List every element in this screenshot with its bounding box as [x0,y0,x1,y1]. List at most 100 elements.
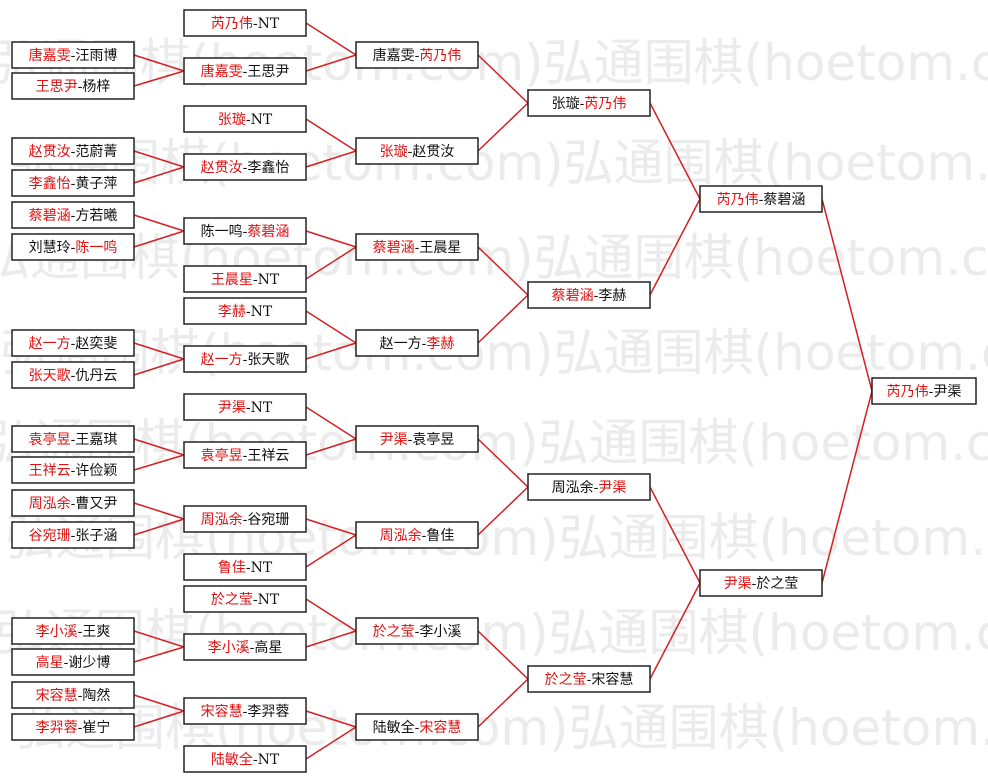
connector-line [477,630,529,680]
connector-line [305,438,357,456]
watermark-text-3: 弘通围棋(hoetom.com)弘通围棋(hoetom.com)弘通围棋(hoe… [0,229,988,287]
match-box-frame [355,617,479,645]
match-box-frame [355,425,479,453]
player-2-name: 张天歌 [247,352,289,368]
match-box-r4-2: 蔡碧涵-李赫 [527,281,651,309]
player-1-name: 周泓余 [201,511,243,528]
name-separator: - [71,208,76,224]
match-label: 陆敏全-NT [211,751,280,768]
match-box-r1-15: 宋容慧-陶然 [11,681,135,709]
player-1-name: 陆敏全 [373,719,415,736]
match-box-r3-1: 唐嘉雯-芮乃伟 [355,41,479,69]
player-2-name: 赵奕斐 [75,336,117,352]
connector-lines [133,22,873,760]
connector-line [305,54,357,72]
match-box-r1-11: 周泓余-曹又尹 [11,489,135,517]
player-2-name: 方若曦 [75,208,117,224]
match-box-r2-13: 於之莹-NT [183,585,307,613]
match-box-r1-4: 李鑫怡-黄子萍 [11,169,135,197]
match-box-frame [183,217,307,245]
player-1-name: 芮乃伟 [211,15,253,32]
player-1-name: 於之莹 [545,672,587,688]
match-box-frame [11,72,135,100]
match-label: 於之莹-李小溪 [373,624,462,640]
player-2-name: 杨梓 [82,79,110,95]
connector-line [305,726,357,760]
match-box-r1-10: 王祥云-许俭颖 [11,456,135,484]
match-box-frame [11,425,135,453]
match-box-r3-3: 蔡碧涵-王晨星 [355,233,479,261]
match-label: 蔡碧涵-李赫 [552,288,627,304]
match-box-frame [183,9,307,37]
name-separator: - [71,368,76,384]
connector-line [305,406,357,440]
name-separator: - [78,79,83,95]
player-1-name: 唐嘉雯 [29,47,71,64]
player-1-name: 陆敏全 [211,751,253,768]
player-1-name: 高星 [36,654,64,671]
match-label: 宋容慧-陶然 [36,687,111,704]
connector-line [305,150,357,168]
connector-line [649,582,701,680]
player-2-name: NT [251,112,273,128]
match-box-frame [183,745,307,773]
connector-line [305,22,357,56]
match-box-r1-3: 赵贯汝-范蔚菁 [11,137,135,165]
connector-line [649,102,701,200]
match-box-r1-9: 袁亭昱-王嘉琪 [11,425,135,453]
match-label: 宋容慧-李羿蓉 [201,703,290,720]
name-separator: - [71,176,76,192]
match-box-r2-10: 袁亭昱-王祥云 [183,441,307,469]
match-label: 唐嘉雯-芮乃伟 [373,47,462,64]
player-1-name: 袁亭昱 [29,431,71,448]
match-box-frame [11,329,135,357]
name-separator: - [253,16,258,32]
name-separator: - [594,288,599,304]
name-separator: - [71,528,76,544]
player-1-name: 李小溪 [208,640,250,656]
player-2-name: NT [251,400,273,416]
match-label: 赵一方-李赫 [380,336,455,352]
connector-line [305,710,357,728]
player-1-name: 李小溪 [36,624,78,640]
player-1-name: 鲁佳 [218,560,246,576]
player-2-name: 王晨星 [419,240,461,256]
name-separator: - [253,272,258,288]
match-label: 周泓余-谷宛珊 [201,511,290,528]
match-label: 周泓余-曹又尹 [29,495,118,512]
match-label: 李小溪-王爽 [36,624,111,640]
match-box-r1-5: 蔡碧涵-方若曦 [11,201,135,229]
player-2-name: 赵贯汝 [412,144,454,160]
name-separator: - [246,112,251,128]
match-label: 尹渠-NT [218,400,273,416]
connector-line [133,230,185,248]
match-boxes: 唐嘉雯-汪雨博王思尹-杨梓赵贯汝-范蔚菁李鑫怡-黄子萍蔡碧涵-方若曦刘慧玲-陈一… [11,9,977,773]
match-box-frame [355,329,479,357]
match-label: 尹渠-於之莹 [724,576,799,592]
watermark-text-4: 弘通围棋(hoetom.com)弘通围棋(hoetom.com)弘通围棋(hoe… [0,324,988,382]
player-2-name: 李羿蓉 [247,704,289,720]
connector-line [305,518,357,536]
name-separator: - [71,48,76,64]
connector-line [477,678,529,728]
match-box-frame [11,489,135,517]
name-separator: - [415,720,420,736]
match-box-r1-7: 赵一方-赵奕斐 [11,329,135,357]
match-box-r2-5: 陈一鸣-蔡碧涵 [183,217,307,245]
match-label: 赵贯汝-李鑫怡 [201,159,290,176]
connector-line [305,534,357,568]
name-separator: - [415,624,420,640]
match-box-r2-16: 陆敏全-NT [183,745,307,773]
player-2-name: NT [258,752,280,768]
match-box-frame [355,137,479,165]
name-separator: - [246,400,251,416]
match-box-frame [11,456,135,484]
name-separator: - [243,448,248,464]
match-box-frame [183,505,307,533]
match-label: 周泓余-尹渠 [552,479,627,496]
match-box-r1-1: 唐嘉雯-汪雨博 [11,41,135,69]
connector-line [477,438,529,488]
match-box-r2-1: 芮乃伟-NT [183,9,307,37]
match-label: 张璇-赵贯汝 [380,144,455,160]
